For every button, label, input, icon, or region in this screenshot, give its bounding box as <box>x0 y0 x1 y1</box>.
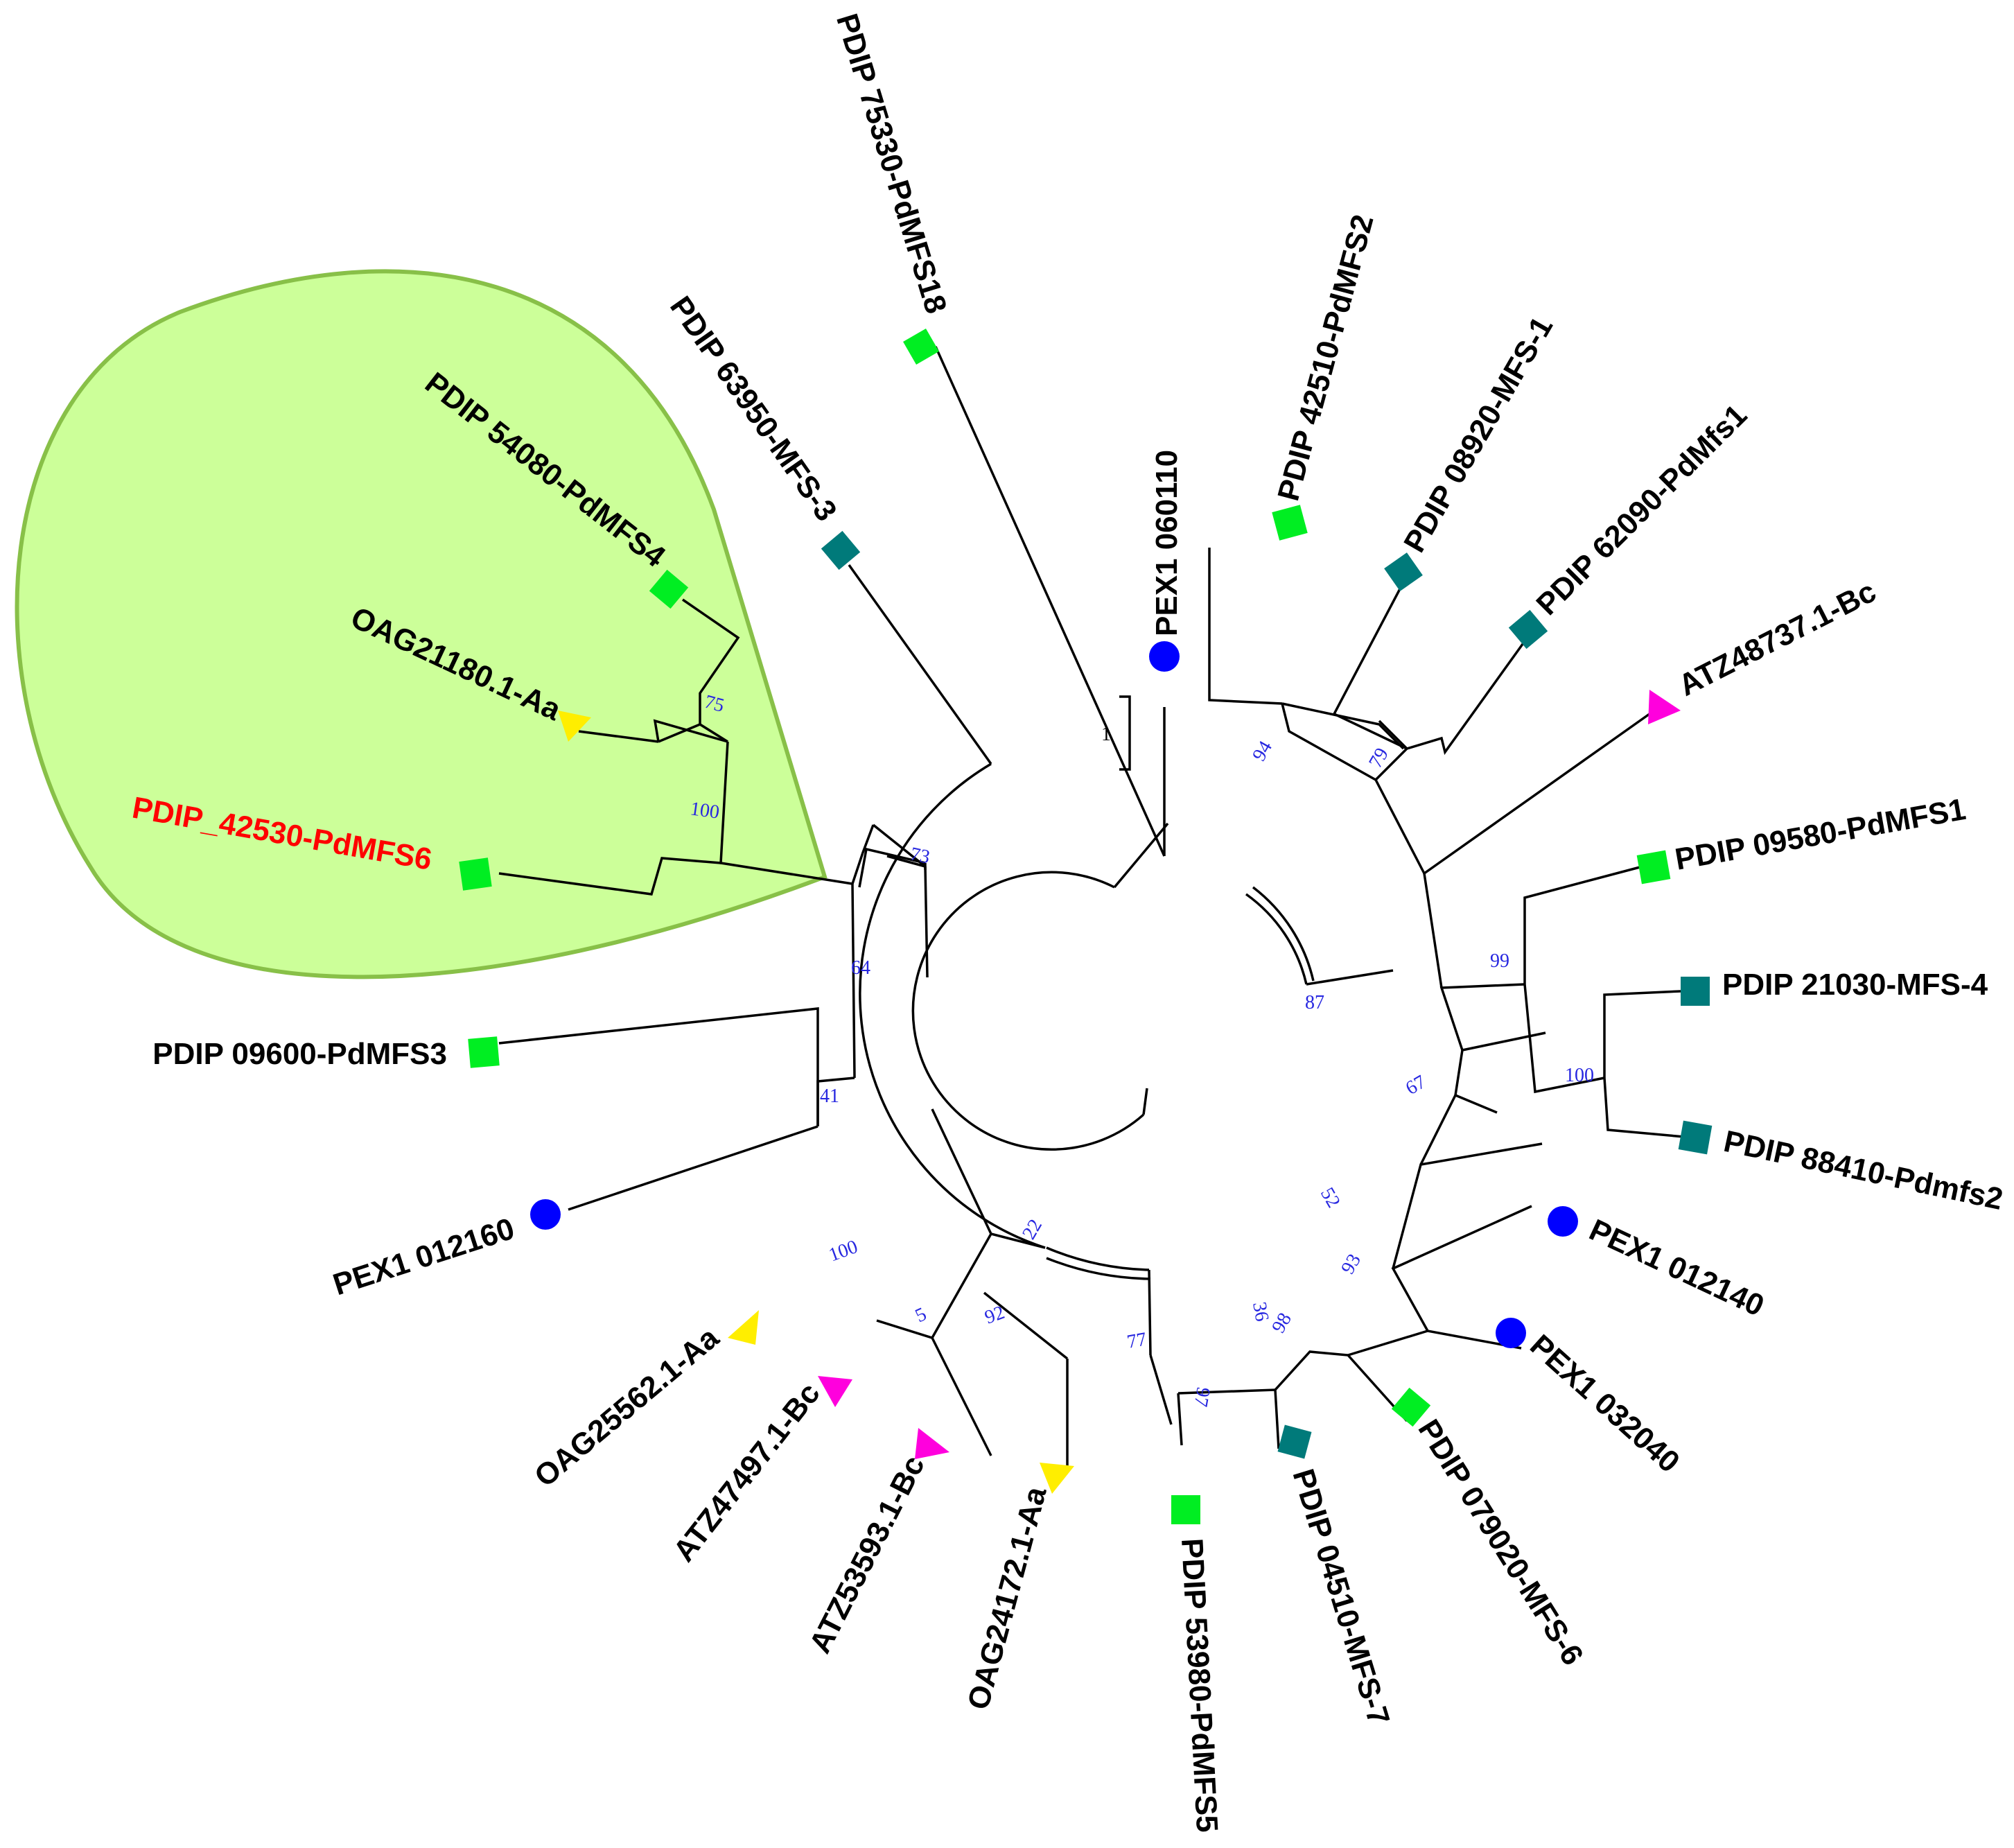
marker-triangle-yellow <box>728 1310 759 1345</box>
tree-branches <box>498 346 1685 1466</box>
leaf-label: ATZ47497.1-Bc <box>667 1377 827 1568</box>
marker-square-bright-green <box>1636 850 1671 884</box>
marker-triangle-magenta <box>818 1376 852 1407</box>
leaf-label: PDIP 04510-MFS-7 <box>1286 1465 1396 1729</box>
marker-square-bright-green <box>468 1036 500 1068</box>
scale-bar-label: 1 <box>1101 724 1111 745</box>
marker-square-bright-green <box>1391 1387 1431 1427</box>
bootstrap-value: 100 <box>826 1236 861 1266</box>
bootstrap-value: 99 <box>1490 950 1509 972</box>
leaf-label: PDIP 75330-PdMFS18 <box>830 10 953 317</box>
marker-triangle-magenta <box>1648 690 1681 724</box>
bootstrap-value: 100 <box>1565 1065 1594 1086</box>
leaf-markers <box>459 329 1713 1524</box>
bootstrap-value: 94 <box>1248 738 1277 765</box>
marker-circle-blue <box>1548 1206 1578 1237</box>
marker-square-teal <box>1277 1424 1312 1459</box>
leaf-label: PEX1 012140 <box>1584 1213 1769 1323</box>
marker-triangle-yellow <box>558 711 591 742</box>
leaf-label: OAG25562.1-Aa <box>528 1320 726 1494</box>
marker-circle-blue <box>1496 1318 1526 1348</box>
bootstrap-value: 67 <box>1402 1071 1430 1099</box>
marker-square-bright-green <box>1171 1495 1200 1524</box>
leaf-label: PDIP 079020-MFS-6 <box>1412 1413 1591 1671</box>
highlighted-clade-region <box>15 269 828 979</box>
bootstrap-values: 75 100 73 64 41 100 5 92 77 97 36 98 93 … <box>689 691 1594 1409</box>
marker-circle-blue <box>530 1199 561 1230</box>
marker-triangle-yellow <box>1040 1463 1074 1494</box>
bootstrap-value: 41 <box>820 1086 839 1107</box>
leaf-label: PDIP 21030-MFS-4 <box>1722 968 1988 1002</box>
leaf-label: PDIP 09600-PdMFS3 <box>152 1037 447 1071</box>
leaf-label: PEX1 060110 <box>1150 450 1184 636</box>
marker-square-teal <box>1678 1120 1713 1155</box>
bootstrap-value: 93 <box>1337 1250 1365 1278</box>
bootstrap-value: 64 <box>851 957 870 979</box>
leaf-label: PDIP 42510-PdMFS2 <box>1271 211 1380 505</box>
bootstrap-value: 100 <box>689 798 721 823</box>
leaf-label: PDIP 08920-MFS-1 <box>1397 311 1559 558</box>
leaf-label: ATZ48737.1-Bc <box>1673 575 1881 703</box>
leaf-label: PDIP 09580-PdMFS1 <box>1672 792 1968 877</box>
marker-square-bright-green <box>459 857 492 891</box>
marker-square-teal <box>821 530 861 570</box>
leaf-label: ATZ53593.1-Bc <box>803 1450 931 1658</box>
leaf-label: PDIP 62090-PdMfs1 <box>1530 398 1753 622</box>
marker-circle-blue <box>1149 641 1180 672</box>
bootstrap-value: 92 <box>982 1302 1008 1329</box>
bootstrap-value: 52 <box>1316 1184 1345 1212</box>
leaf-label: PEX1 012160 <box>329 1212 518 1302</box>
bootstrap-value: 36 <box>1248 1300 1272 1323</box>
leaf-label: OAG24172.1-Aa <box>961 1483 1053 1713</box>
bootstrap-value: 77 <box>1126 1329 1148 1353</box>
marker-square-bright-green <box>649 569 689 609</box>
marker-square-teal <box>1681 977 1710 1006</box>
bootstrap-value: 5 <box>912 1303 930 1327</box>
bootstrap-value: 87 <box>1305 992 1324 1013</box>
leaf-label: PDIP 53980-PdMFS5 <box>1175 1537 1224 1833</box>
bootstrap-value: 73 <box>909 844 932 869</box>
marker-square-bright-green <box>903 329 939 365</box>
marker-square-teal <box>1384 552 1423 591</box>
marker-square-bright-green <box>1272 505 1308 541</box>
bootstrap-value: 97 <box>1189 1386 1214 1409</box>
leaf-label: PDIP 88410-Pdmfs2 <box>1721 1124 2006 1217</box>
marker-square-teal <box>1508 609 1548 650</box>
scale-bar: 1 <box>1101 695 1131 771</box>
leaf-label: PEX1 032040 <box>1523 1328 1686 1479</box>
marker-triangle-magenta <box>915 1428 949 1459</box>
